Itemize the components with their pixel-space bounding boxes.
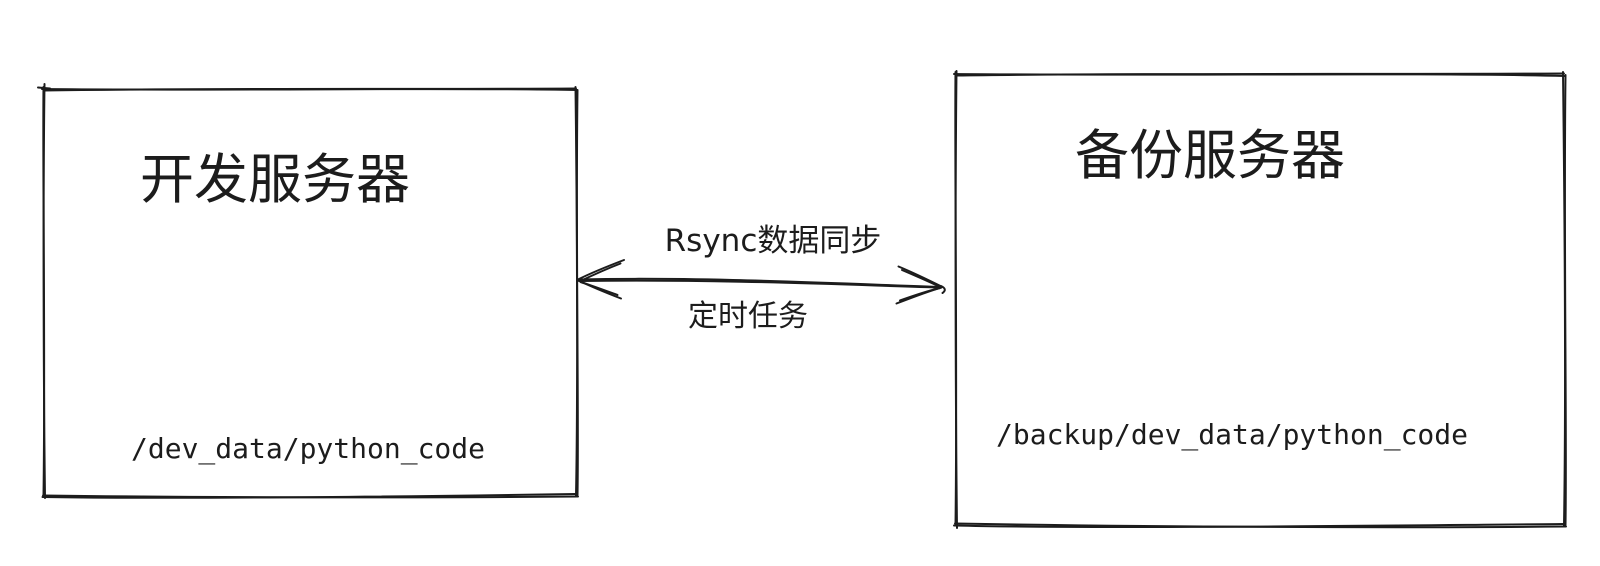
dev-server-title: 开发服务器 (140, 148, 410, 211)
backup-server-path: /backup/dev_data/python_code (995, 418, 1469, 451)
backup-server-box (953, 70, 1567, 529)
backup-server-title: 备份服务器 (1075, 124, 1345, 187)
sync-arrow-label-top: Rsync数据同步 (664, 223, 882, 259)
dev-server-box (37, 83, 579, 499)
sync-arrow-label-bottom: 定时任务 (688, 299, 808, 334)
dev-server-path: /dev_data/python_code (130, 432, 486, 465)
sync-arrow (577, 259, 946, 305)
